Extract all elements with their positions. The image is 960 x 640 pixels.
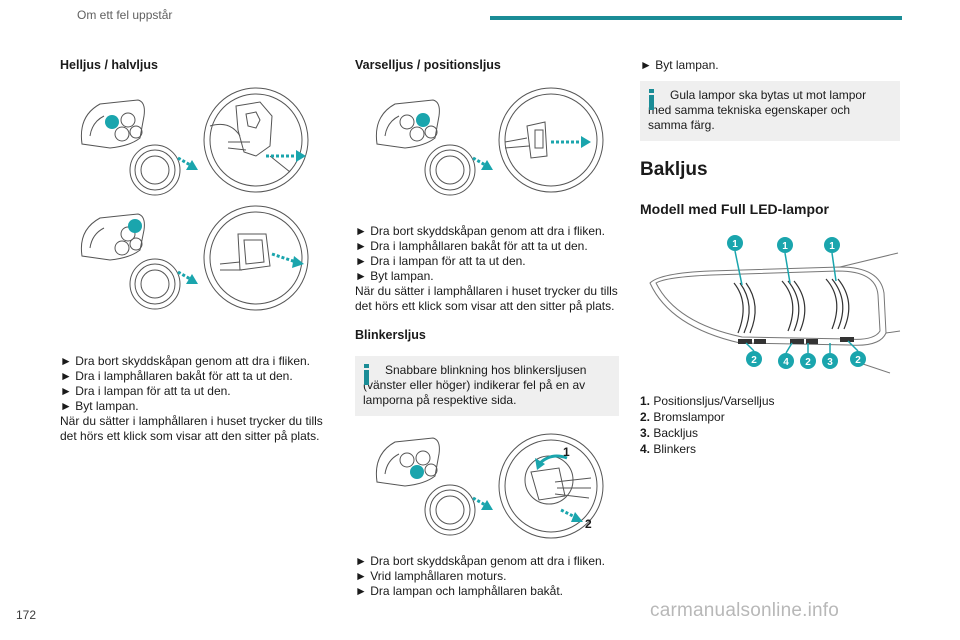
step-item: Byt lampan. (60, 399, 330, 414)
blinker-callout-1: 1 (563, 445, 570, 459)
section-heading-rear-lights: Bakljus (640, 159, 708, 180)
header-accent-bar (490, 16, 902, 20)
rear-callout-2a: 2 (751, 355, 757, 366)
rear-callout-3: 3 (827, 357, 833, 368)
rear-callout-1a: 1 (732, 239, 738, 250)
subheading-full-led: Modell med Full LED-lampor (640, 201, 830, 217)
step-item: Dra i lampan för att ta ut den. (60, 384, 330, 399)
step-item: Byt lampan. (640, 58, 910, 73)
info-text-blinker: Snabbare blinkning hos blinkersljusen (v… (363, 363, 587, 407)
legend-item: 2. Bromslampor (640, 410, 725, 424)
legend-item: 4. Blinkers (640, 442, 697, 456)
step-item: Dra i lamphållaren bakåt för att ta ut d… (60, 369, 330, 384)
column-rear-lights: Byt lampan. Gula lampor ska bytas ut mot… (640, 56, 910, 457)
legend-item: 3. Backljus (640, 426, 699, 440)
info-box-amber-bulbs: Gula lampor ska bytas ut mot lampor med … (640, 81, 900, 141)
steps-daytime-position: Dra bort skyddskåpan genom att dra i fli… (355, 224, 625, 284)
illustration-headlamp-low (80, 205, 309, 311)
watermark: carmanualsonline.info (650, 600, 840, 621)
illustration-headlamp-high (80, 87, 309, 196)
legend-rear-lights: 1. Positionsljus/Varselljus 2. Bromslamp… (640, 393, 910, 457)
step-item: Vrid lamphållaren moturs. (355, 569, 625, 584)
step-item: Dra i lamphållaren bakåt för att ta ut d… (355, 239, 625, 254)
step-item: Dra bort skyddskåpan genom att dra i fli… (355, 224, 625, 239)
illustration-rear-led-lamp: 1 1 1 2 4 2 3 2 (649, 235, 901, 374)
page-number: 172 (16, 608, 37, 622)
column-daytime-position: Varselljus / positionsljus Dra bort skyd… (355, 56, 625, 599)
heading-blinker: Blinkersljus (355, 328, 426, 342)
info-text-amber-bulbs: Gula lampor ska bytas ut mot lampor med … (648, 88, 867, 132)
step-item: Dra lampan och lamphållaren bakåt. (355, 584, 625, 599)
rear-callout-1c: 1 (829, 241, 835, 252)
info-box-blinker: Snabbare blinkning hos blinkersljusen (v… (355, 356, 619, 416)
step-item: Dra bort skyddskåpan genom att dra i fli… (60, 354, 330, 369)
blinker-callout-2: 2 (585, 517, 592, 531)
rear-callout-2b: 2 (805, 357, 811, 368)
column-high-low-beam: Helljus / halvljus (60, 56, 330, 444)
step-item: Dra bort skyddskåpan genom att dra i fli… (355, 554, 625, 569)
rear-callout-2c: 2 (855, 355, 861, 366)
illustration-blinker-lamp: 1 2 (375, 433, 604, 539)
illustration-daytime-lamp (375, 87, 604, 196)
header-title: Om ett fel uppstår (77, 8, 173, 22)
note-daytime-position: När du sätter i lamphållaren i huset try… (355, 284, 618, 313)
steps-high-low-beam: Dra bort skyddskåpan genom att dra i fli… (60, 354, 330, 414)
step-item: Dra i lampan för att ta ut den. (355, 254, 625, 269)
rear-callout-4: 4 (783, 357, 789, 368)
step-replace-bulb: Byt lampan. (640, 58, 910, 73)
info-icon (364, 364, 370, 386)
note-high-low-beam: När du sätter i lamphållaren i huset try… (60, 414, 323, 443)
heading-daytime-position: Varselljus / positionsljus (355, 58, 501, 72)
step-item: Byt lampan. (355, 269, 625, 284)
rear-callout-1b: 1 (782, 241, 788, 252)
legend-item: 1. Positionsljus/Varselljus (640, 394, 775, 408)
info-icon (649, 89, 655, 111)
steps-blinker: Dra bort skyddskåpan genom att dra i fli… (355, 554, 625, 599)
heading-high-low-beam: Helljus / halvljus (60, 58, 158, 72)
